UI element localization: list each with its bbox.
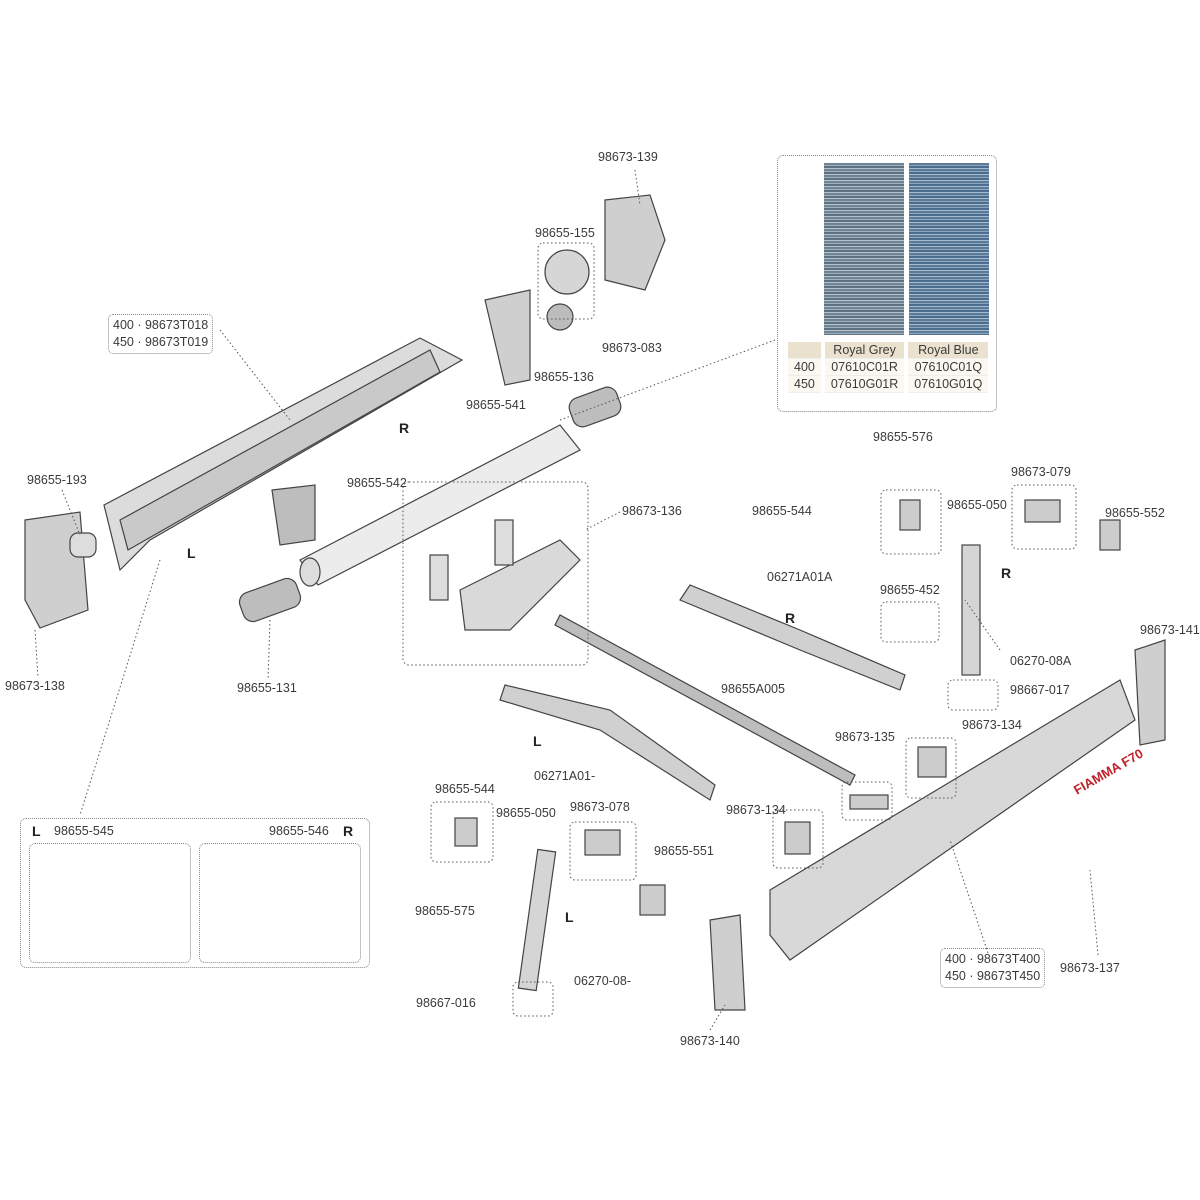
part-label: 06271A01A [767, 570, 833, 584]
end-cap-left [24, 511, 89, 629]
side-marker-left: L [565, 909, 574, 925]
profile-variant-box: 400 · 98673T018 450 · 98673T019 [108, 314, 214, 354]
fabric-code-table: Royal Grey Royal Blue 400 07610C01R 0761… [784, 342, 992, 393]
side-marker-left: L [187, 545, 196, 561]
part-label: 98655-136 [534, 370, 594, 384]
front-variant-box: 400 · 98673T400 450 · 98673T450 [940, 948, 1046, 988]
side-marker-right: R [399, 420, 410, 436]
fabric-colour-panel: Royal Grey Royal Blue 400 07610C01R 0761… [777, 155, 997, 412]
part-label: 98673-083 [602, 341, 662, 355]
side-marker-left: L [32, 823, 41, 839]
tension-bar [554, 614, 856, 786]
part-label: 98655-546 [269, 824, 329, 838]
part-label: 98673-141 [1140, 623, 1200, 637]
part-label: 98655-551 [654, 844, 714, 858]
part-label: 98673-134 [962, 718, 1022, 732]
variant-400: 400 · 98673T018 [113, 318, 209, 332]
mounting-kit-box [20, 818, 370, 968]
variant-450: 450 · 98673T019 [113, 335, 209, 349]
code-cell: 07610C01Q [908, 359, 989, 376]
part-label: 98673-139 [598, 150, 658, 164]
part-label: 98655-193 [27, 473, 87, 487]
part-label: 98655-050 [496, 806, 556, 820]
part-label: 98655-575 [415, 904, 475, 918]
part-label: 98673-134 [726, 803, 786, 817]
code-cell: 07610G01Q [908, 376, 989, 393]
front-panel [769, 679, 1136, 961]
leg-right [961, 544, 981, 676]
side-marker-left: L [533, 733, 542, 749]
header-royal-blue: Royal Blue [908, 342, 989, 359]
part-label: 98655-542 [347, 476, 407, 490]
part-label: 98655-452 [880, 583, 940, 597]
header-cell-empty [788, 342, 821, 359]
code-cell: 07610C01R [824, 359, 905, 376]
part-label: 98655-544 [752, 504, 812, 518]
part-label: 98655-544 [435, 782, 495, 796]
part-label: 98655-155 [535, 226, 595, 240]
leg-left [517, 848, 557, 992]
part-label: 98673-136 [622, 504, 682, 518]
part-label: 06270-08A [1010, 654, 1072, 668]
size-cell: 450 [788, 376, 821, 393]
part-label: 98667-017 [1010, 683, 1070, 697]
table-header-row: Royal Grey Royal Blue [788, 342, 989, 359]
size-cell: 400 [788, 359, 821, 376]
arm-left [499, 684, 716, 801]
part-label: 98673-140 [680, 1034, 740, 1048]
side-marker-right: R [785, 610, 796, 626]
part-label: 98673-138 [5, 679, 65, 693]
part-label: 98667-016 [416, 996, 476, 1010]
variant-450: 450 · 98673T450 [945, 969, 1041, 983]
end-cap-right [604, 194, 666, 291]
kit-right [199, 843, 361, 963]
side-marker-right: R [1001, 565, 1012, 581]
swatch-royal-grey [824, 163, 904, 335]
part-label: 98655-131 [237, 681, 297, 695]
part-label: 98655-541 [466, 398, 526, 412]
part-label: 06271A01- [534, 769, 596, 783]
part-label: 98673-135 [835, 730, 895, 744]
part-label: 06270-08- [574, 974, 631, 988]
part-label: 98673-078 [570, 800, 630, 814]
part-label: 98655-545 [54, 824, 114, 838]
part-label: 98673-079 [1011, 465, 1071, 479]
part-label: 98655-576 [873, 430, 933, 444]
header-royal-grey: Royal Grey [824, 342, 905, 359]
part-label: 98655A005 [721, 682, 785, 696]
code-cell: 07610G01R [824, 376, 905, 393]
part-label: 98655-050 [947, 498, 1007, 512]
part-label: 98655-552 [1105, 506, 1165, 520]
table-row: 400 07610C01R 07610C01Q [788, 359, 989, 376]
kit-left [29, 843, 191, 963]
side-marker-right: R [343, 823, 354, 839]
variant-400: 400 · 98673T400 [945, 952, 1041, 966]
swatch-royal-blue [909, 163, 989, 335]
arm-right [679, 584, 906, 691]
table-row: 450 07610G01R 07610G01Q [788, 376, 989, 393]
part-label: 98673-137 [1060, 961, 1120, 975]
